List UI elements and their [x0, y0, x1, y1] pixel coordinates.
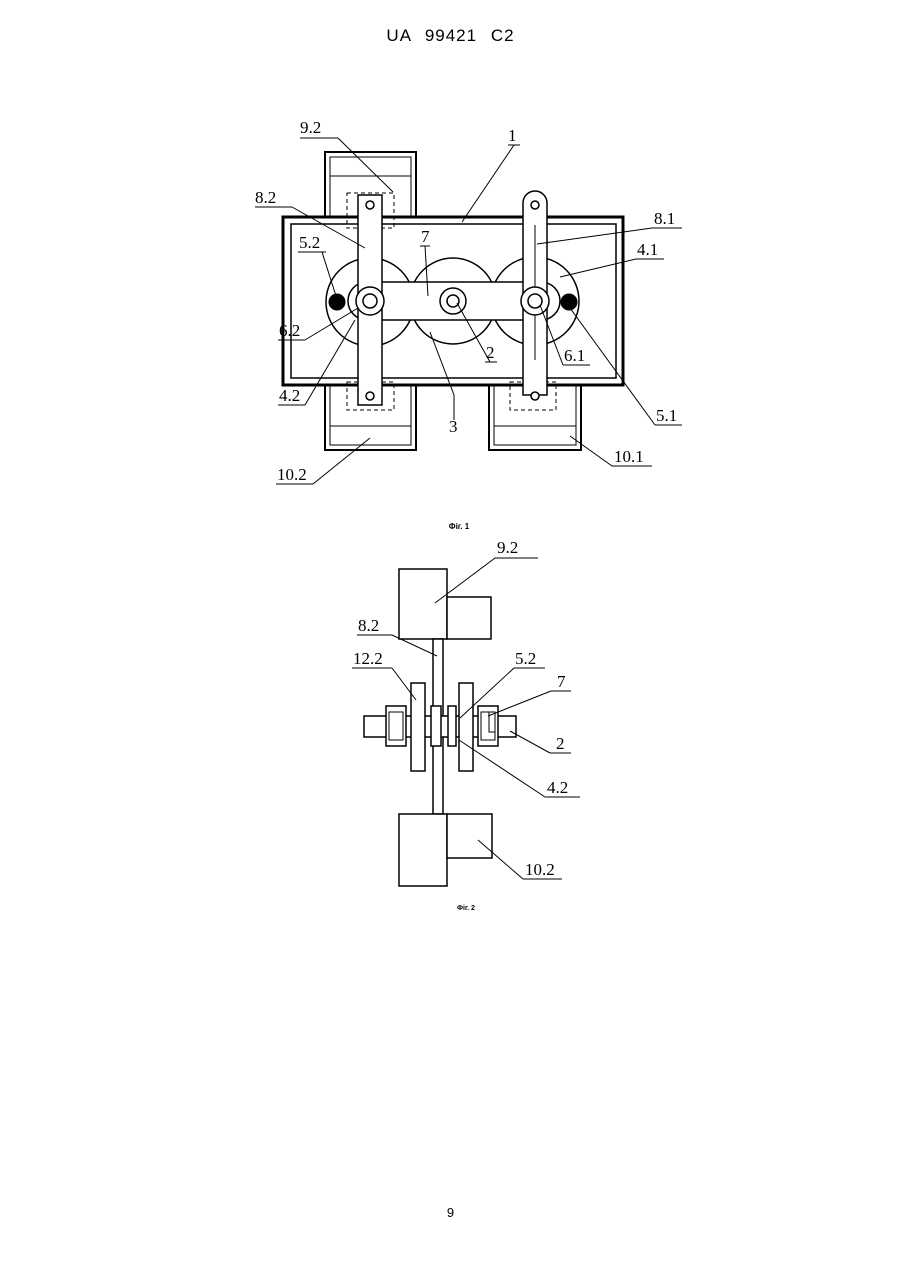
figure-1: 9.2 1 8.2 8.1 5.2 7 4.1 6.2 2 6.1 4.2 5.…	[255, 118, 682, 531]
fig2-label-4-2: 4.2	[547, 778, 568, 797]
figure-1-caption: Фіг. 1	[449, 522, 470, 531]
label-7: 7	[421, 227, 430, 246]
pin-5-1	[561, 294, 577, 310]
fig2-label-9-2: 9.2	[497, 538, 518, 557]
label-10-2: 10.2	[277, 465, 307, 484]
label-8-2: 8.2	[255, 188, 276, 207]
label-4-1: 4.1	[637, 240, 658, 259]
label-3: 3	[449, 417, 458, 436]
fig2-label-8-2: 8.2	[358, 616, 379, 635]
label-8-1: 8.1	[654, 209, 675, 228]
label-5-2: 5.2	[299, 233, 320, 252]
fig2-pin-5-2	[448, 706, 456, 746]
label-1: 1	[508, 126, 517, 145]
label-5-1: 5.1	[656, 406, 677, 425]
fig2-box-10-2	[399, 814, 492, 886]
label-6-2: 6.2	[279, 321, 300, 340]
label-2: 2	[486, 343, 495, 362]
label-6-1: 6.1	[564, 346, 585, 365]
pin-5-2	[329, 294, 345, 310]
fig2-label-5-2: 5.2	[515, 649, 536, 668]
fig2-disc-4-2	[459, 683, 473, 771]
fig2-label-10-2: 10.2	[525, 860, 555, 879]
fig2-box-9-2	[399, 569, 491, 639]
figure-2: 9.2 8.2 12.2 5.2 7 2 4.2 10.2 Фіг. 2	[352, 538, 580, 912]
fig2-label-7: 7	[557, 672, 566, 691]
figure-2-caption: Фіг. 2	[457, 904, 475, 912]
fig2-label-12-2: 12.2	[353, 649, 383, 668]
fig2-label-2: 2	[556, 734, 565, 753]
page-number: 9	[0, 1205, 901, 1220]
label-10-1: 10.1	[614, 447, 644, 466]
label-9-2: 9.2	[300, 118, 321, 137]
label-4-2: 4.2	[279, 386, 300, 405]
